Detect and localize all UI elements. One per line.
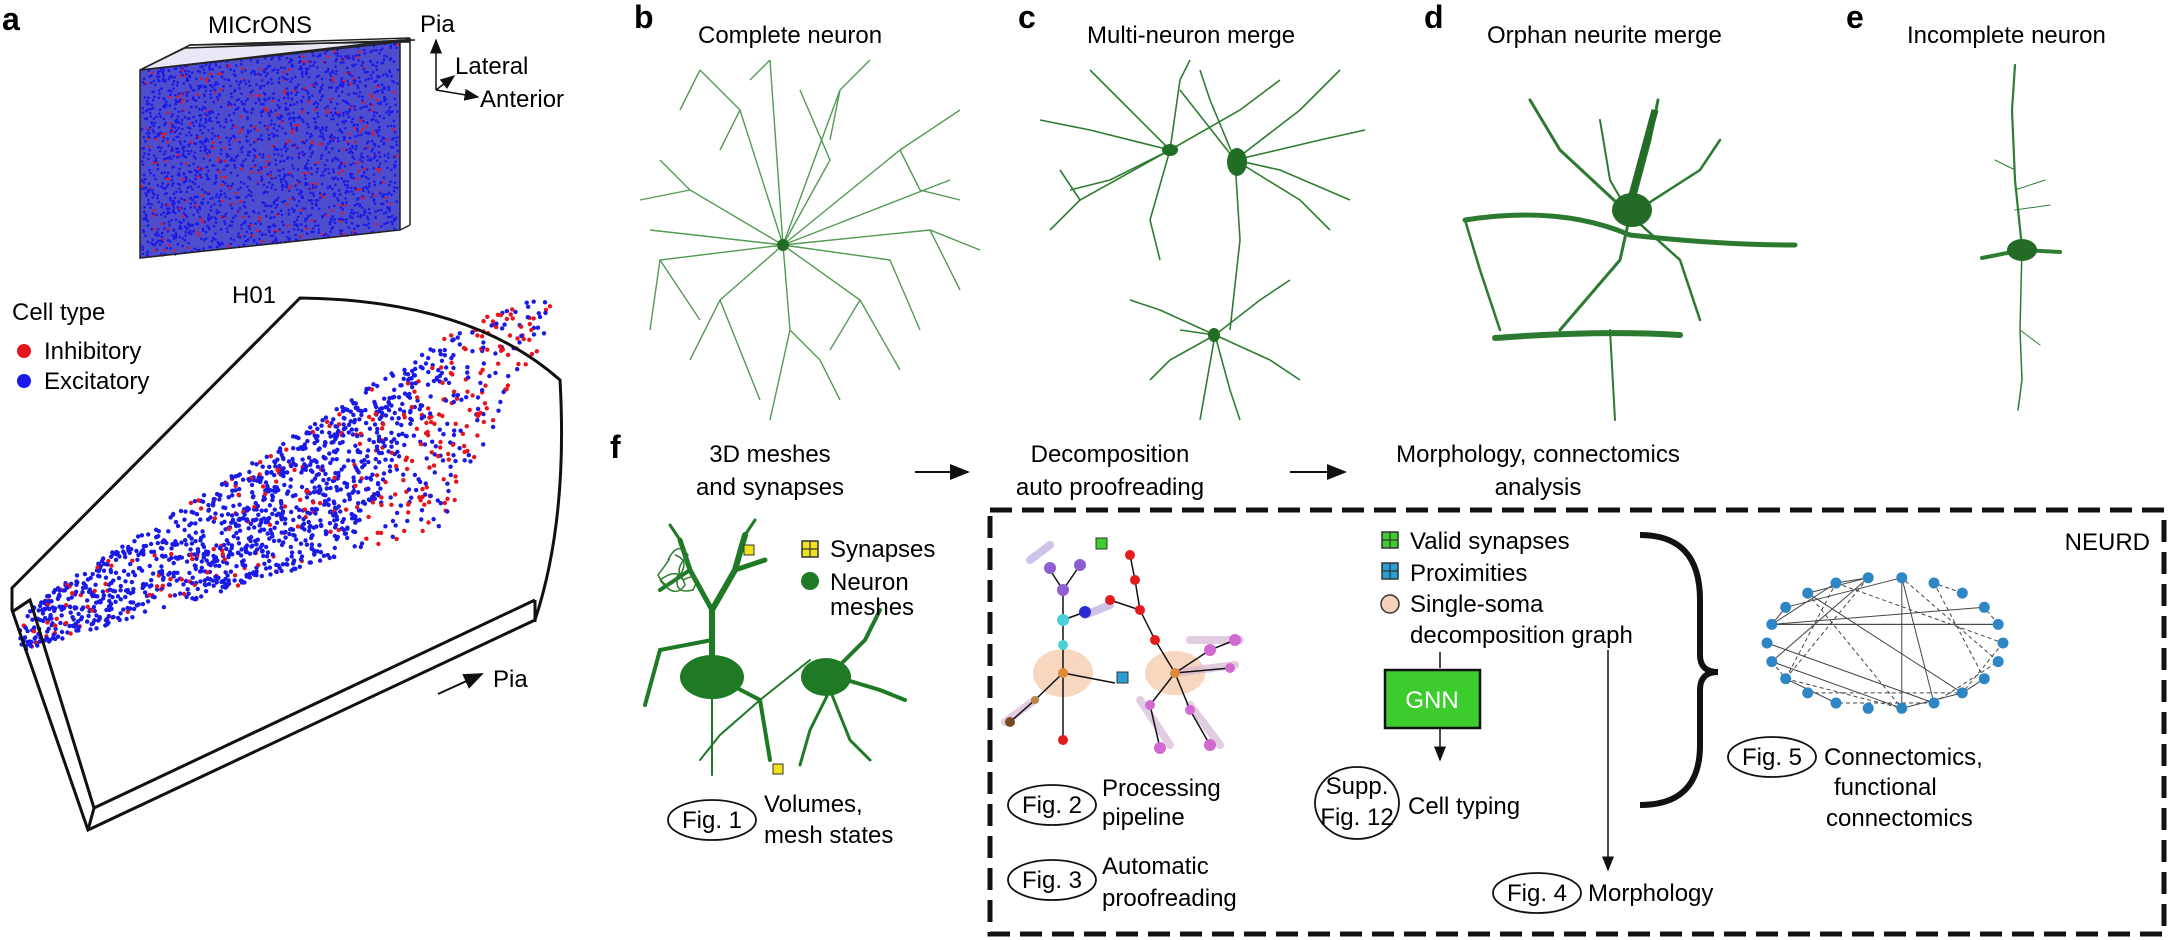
complete-neuron-soma [777, 239, 789, 251]
h01-cells [17, 299, 553, 652]
soma-graph-icon [1380, 594, 1400, 614]
curly-brace [1639, 532, 1719, 808]
panel-a-label: a [2, 1, 20, 37]
panel-e-title: Incomplete neuron [1907, 22, 2106, 49]
dendrite-tangle [657, 547, 698, 593]
multi-neuron-merge-image [1039, 59, 1366, 421]
orphan-neuron-soma [1612, 193, 1652, 227]
h01-volume [10, 296, 564, 833]
fig5-line1: Connectomics, [1824, 744, 1983, 771]
h01-pia-label: Pia [493, 666, 528, 693]
fig5-line3: connectomics [1826, 805, 1973, 832]
fig5-line2: functional [1834, 774, 1937, 801]
panel-c-label: c [1018, 0, 1036, 35]
fig3-ref: Fig. 3 [1022, 867, 1082, 894]
panel-e-label: e [1846, 0, 1864, 35]
connectome-network [1761, 572, 2009, 714]
panel-c: c Multi-neuron merge [1018, 0, 1366, 421]
legend-synapses: Synapses [830, 536, 935, 563]
fig1-badge [667, 799, 757, 841]
step2-line2: auto proofreading [1016, 474, 1204, 501]
complete-neuron-image [639, 59, 981, 421]
fig3-line2: proofreading [1102, 885, 1237, 912]
fig2-badge [1007, 784, 1097, 826]
neurd-box [987, 507, 2167, 937]
fig3-badge [1007, 859, 1097, 901]
fig2-ref: Fig. 2 [1022, 792, 1082, 819]
supp-line2: Fig. 12 [1320, 804, 1393, 831]
morphology-label: Morphology [1588, 880, 1713, 907]
panel-d-label: d [1424, 0, 1444, 35]
legend-soma-1: Single-soma [1410, 591, 1544, 618]
neuron-mesh-legend-icon [801, 572, 819, 590]
panel-f: f 3D meshes and synapses Decomposition a… [610, 429, 2167, 937]
orphan-neurite-image [1462, 98, 1798, 421]
excitatory-marker [17, 374, 31, 388]
legend-valid-synapses: Valid synapses [1410, 528, 1570, 555]
panel-d: d Orphan neurite merge [1424, 0, 1798, 421]
fig4-badge [1492, 872, 1582, 914]
panel-b-label: b [634, 0, 654, 35]
decomposition-graph [1001, 537, 1244, 754]
panel-a: a MICrONS Pia Lateral Anterior H01 [2, 1, 564, 833]
step3-line2: analysis [1495, 474, 1582, 501]
panel-f-label: f [610, 429, 621, 465]
fig1-line1: Volumes, [764, 791, 863, 818]
legend-neuron-2: meshes [830, 594, 914, 621]
orientation-axes [430, 38, 480, 101]
neurd-title: NEURD [2065, 529, 2150, 556]
gnn-box [1383, 668, 1482, 730]
microns-title: MICrONS [208, 12, 312, 39]
panel-c-title: Multi-neuron merge [1087, 22, 1295, 49]
fig2-line1: Processing [1102, 775, 1221, 802]
panel-b: b Complete neuron [634, 0, 981, 421]
fig5-ref: Fig. 5 [1742, 744, 1802, 771]
panel-b-title: Complete neuron [698, 22, 882, 49]
fig5-badge [1727, 736, 1817, 778]
legend-neuron-1: Neuron [830, 569, 909, 596]
neuron-mesh-cartoon [643, 518, 907, 776]
fig2-line2: pipeline [1102, 804, 1185, 831]
fig3-line1: Automatic [1102, 853, 1209, 880]
supp-line1: Supp. [1326, 773, 1389, 800]
legend-inhibitory: Inhibitory [44, 338, 141, 365]
panel-d-title: Orphan neurite merge [1487, 22, 1722, 49]
axis-anterior-label: Anterior [480, 86, 564, 113]
legend-title: Cell type [12, 299, 105, 326]
step1-line2: and synapses [696, 474, 844, 501]
fig1-ref: Fig. 1 [682, 807, 742, 834]
step2-line1: Decomposition [1031, 441, 1190, 468]
supp-fig12-badge [1314, 766, 1400, 840]
step3-line1: Morphology, connectomics [1396, 441, 1680, 468]
microns-volume [139, 37, 416, 259]
panel-e: e Incomplete neuron [1846, 0, 2106, 411]
graph-nodes [1005, 550, 1241, 754]
step1-line1: 3D meshes [709, 441, 830, 468]
axis-lateral-label: Lateral [455, 53, 528, 80]
incomplete-neuron-image [1980, 63, 2062, 411]
cell-typing-label: Cell typing [1408, 793, 1520, 820]
inhibitory-marker [17, 344, 31, 358]
h01-title: H01 [232, 282, 276, 309]
legend-soma-2: decomposition graph [1410, 622, 1633, 649]
gnn-label: GNN [1405, 687, 1458, 714]
legend-proximities: Proximities [1410, 560, 1527, 587]
fig4-ref: Fig. 4 [1507, 880, 1567, 907]
fig1-line2: mesh states [764, 822, 893, 849]
axis-pia-label: Pia [420, 11, 455, 38]
legend-excitatory: Excitatory [44, 368, 149, 395]
